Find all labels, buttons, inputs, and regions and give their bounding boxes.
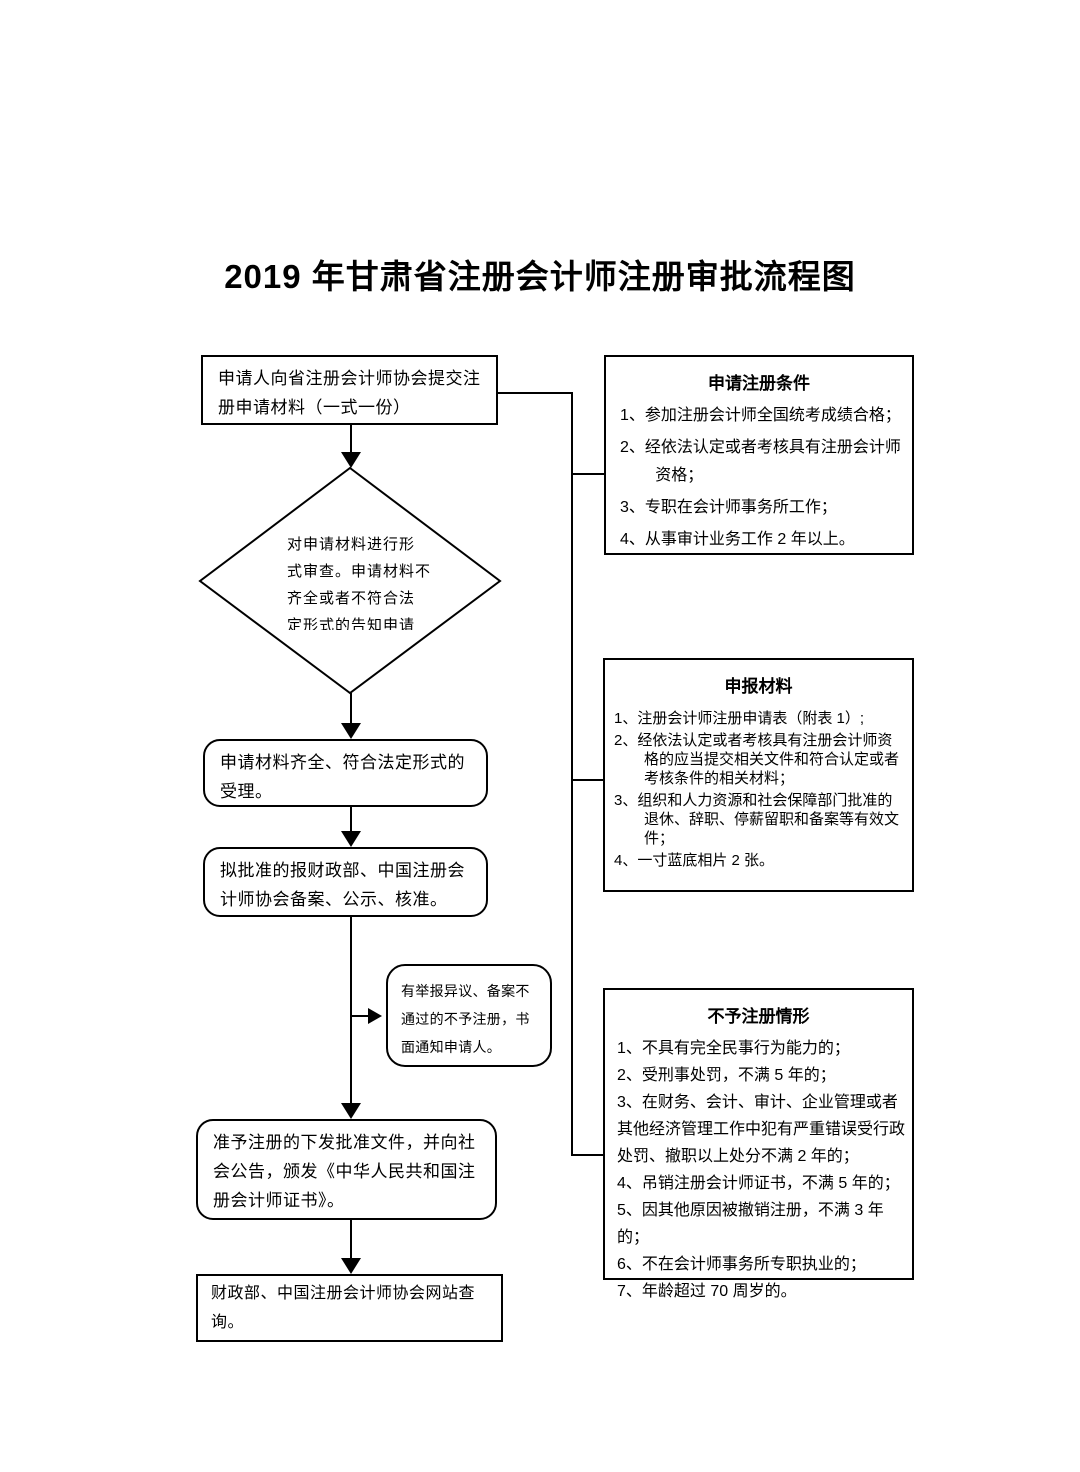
connector-trunk-line (571, 392, 573, 1156)
application-materials-panel: 申报材料 1、注册会计师注册申请表（附表 1）; 2、经依法认定或者考核具有注册会… (603, 658, 914, 892)
list-item: 式审查。申请材料不 (287, 563, 432, 580)
rejection-cases-list: 1、不具有完全民事行为能力的； 2、受刑事处罚，不满 5 年的； 3、在财务、会计、… (605, 1035, 912, 1305)
registration-conditions-list: 1、参加注册会计师全国统考成绩合格； 2、经依法认定或者考核具有注册会计师资格； 3… (606, 402, 912, 554)
connector-line (350, 1220, 352, 1260)
list-item: 1、注册会计师注册申请表（附表 1）; (614, 710, 865, 727)
connector-line (352, 1015, 369, 1017)
certificate-issuance-box: 准予注册的下发批准文件，并向社会公告，颁发《中华人民共和国注册会计师证书》。 (196, 1119, 497, 1220)
list-item: 3、在财务、会计、审计、企业管理或者其他经济管理工作中犯有严重错误受行政处罚、撤… (617, 1094, 906, 1165)
list-item: 2、经依法认定或者考核具有注册会计师资格的应当提交相关文件和符合认定或者考核条件… (614, 732, 900, 787)
arrowhead-down-icon (341, 1103, 361, 1119)
connector-line (350, 425, 352, 454)
rejection-cases-panel: 不予注册情形 1、不具有完全民事行为能力的； 2、受刑事处罚，不满 5 年的； 3、… (603, 988, 914, 1300)
list-item: 定形式的告知申请 (287, 617, 416, 630)
submit-materials-box: 申请人向省注册会计师协会提交注册申请材料（一式一份） (201, 355, 498, 425)
list-item: 7、年龄超过 70 周岁的。 (617, 1283, 797, 1300)
arrowhead-down-icon (341, 723, 361, 739)
list-item: 6、不在会计师事务所专职执业的； (617, 1256, 866, 1273)
objection-notice-box: 有举报异议、备案不通过的不予注册，书面通知申请人。 (386, 964, 552, 1067)
list-item: 2、经依法认定或者考核具有注册会计师资格； (620, 439, 901, 484)
website-query-box: 财政部、中国注册会计师协会网站查询。 (196, 1274, 503, 1342)
arrowhead-down-icon (341, 831, 361, 847)
list-item: 1、参加注册会计师全国统考成绩合格； (620, 407, 901, 424)
list-item: 4、一寸蓝底相片 2 张。 (614, 852, 775, 869)
connector-line (571, 1154, 603, 1156)
list-item: 齐全或者不符合法 (287, 590, 416, 607)
arrowhead-down-icon (341, 452, 361, 468)
connector-line (571, 473, 604, 475)
record-publicity-box: 拟批准的报财政部、中国注册会计师协会备案、公示、核准。 (203, 847, 488, 917)
list-item: 对申请材料进行形 (287, 536, 416, 553)
connector-line (350, 807, 352, 833)
connector-line (350, 917, 352, 1104)
list-item: 3、组织和人力资源和社会保障部门批准的退休、辞职、停薪留职和备案等有效文件； (614, 792, 900, 847)
page-title: 2019 年甘肃省注册会计师注册审批流程图 (224, 258, 856, 295)
list-item: 4、吊销注册会计师证书，不满 5 年的； (617, 1175, 900, 1192)
connector-line (498, 392, 573, 394)
rejection-cases-title: 不予注册情形 (707, 1007, 810, 1026)
connector-line (571, 779, 603, 781)
application-materials-list: 1、注册会计师注册申请表（附表 1）; 2、经依法认定或者考核具有注册会计师资格的… (605, 709, 912, 870)
list-item: 3、专职在会计师事务所工作； (620, 499, 837, 516)
registration-conditions-panel: 申请注册条件 1、参加注册会计师全国统考成绩合格； 2、经依法认定或者考核具有注册… (604, 355, 914, 555)
formal-review-diamond-text: 对申请材料进行形式审查。申请材料不齐全或者不符合法定形式的告知申请 (287, 531, 447, 630)
arrowhead-down-icon (341, 1258, 361, 1274)
application-materials-title: 申报材料 (724, 677, 793, 696)
list-item: 5、因其他原因被撤销注册，不满 3 年的； (617, 1202, 884, 1246)
list-item: 4、从事审计业务工作 2 年以上。 (620, 531, 855, 548)
arrowhead-right-icon (368, 1008, 382, 1024)
acceptance-box: 申请材料齐全、符合法定形式的受理。 (203, 739, 488, 807)
registration-conditions-title: 申请注册条件 (708, 374, 810, 393)
list-item: 1、不具有完全民事行为能力的； (617, 1040, 850, 1057)
connector-line (350, 693, 352, 724)
list-item: 2、受刑事处罚，不满 5 年的； (617, 1067, 836, 1084)
